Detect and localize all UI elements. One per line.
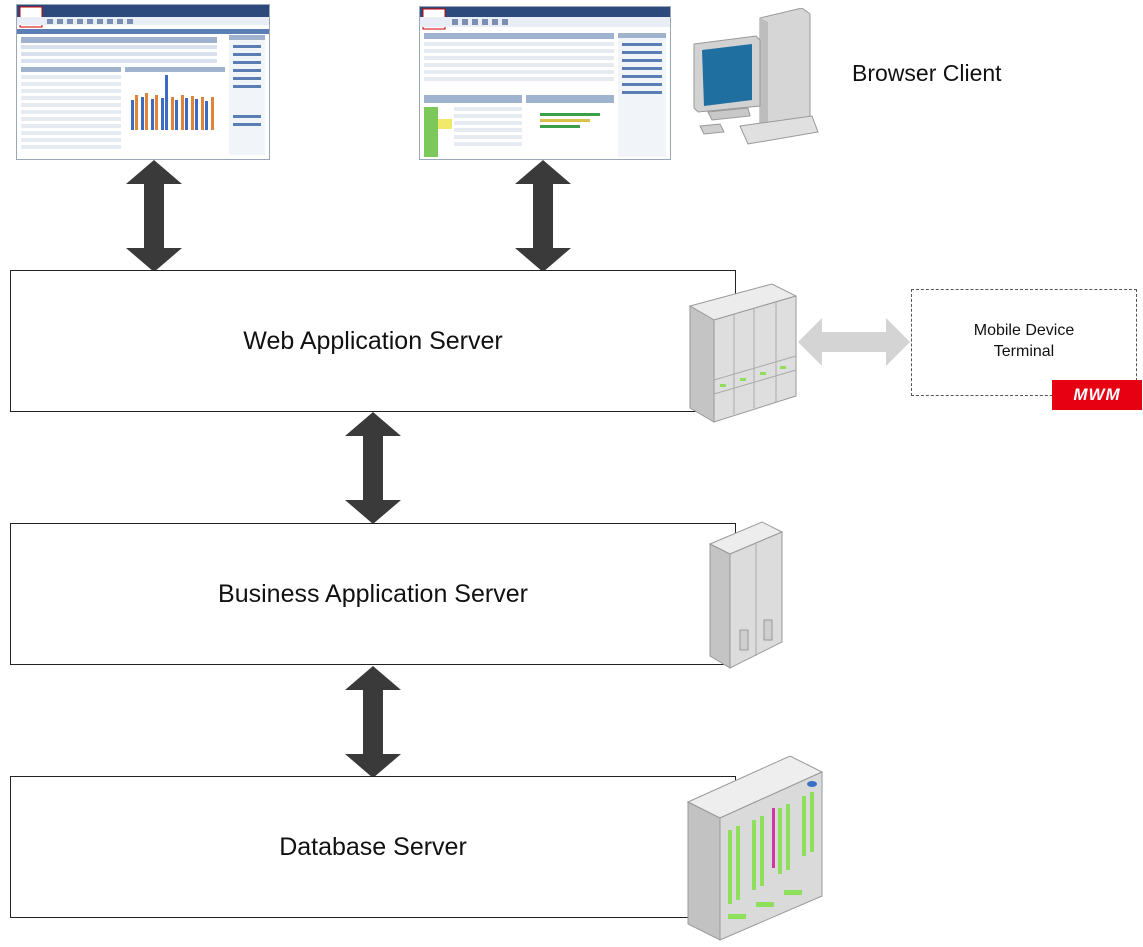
database-server-box: Database Server xyxy=(10,776,736,918)
mobile-device-terminal-label: Mobile Device Terminal xyxy=(973,322,1075,360)
arrow-web-business xyxy=(345,412,401,524)
web-application-server-box: Web Application Server xyxy=(10,270,736,412)
database-server-rack-icon xyxy=(684,746,828,947)
browser-client-label: Browser Client xyxy=(852,60,1002,86)
arrow-business-database xyxy=(345,666,401,778)
business-application-server-label: Business Application Server xyxy=(218,579,528,608)
desktop-computer-icon xyxy=(690,7,830,163)
arrow-web-mobile xyxy=(798,318,910,366)
arrow-browser2-web xyxy=(515,160,571,272)
mwm-logo-badge: MWM xyxy=(1052,380,1142,410)
web-server-rack-icon xyxy=(686,262,802,429)
business-server-tower-icon xyxy=(706,520,786,675)
arrow-browser1-web xyxy=(126,160,182,272)
browser-screenshot-2 xyxy=(419,6,671,160)
business-application-server-box: Business Application Server xyxy=(10,523,736,665)
browser-screenshot-1 xyxy=(16,4,270,160)
database-server-label: Database Server xyxy=(279,832,467,861)
mobile-device-terminal-box: Mobile Device Terminal xyxy=(911,289,1137,396)
web-application-server-label: Web Application Server xyxy=(243,326,503,355)
